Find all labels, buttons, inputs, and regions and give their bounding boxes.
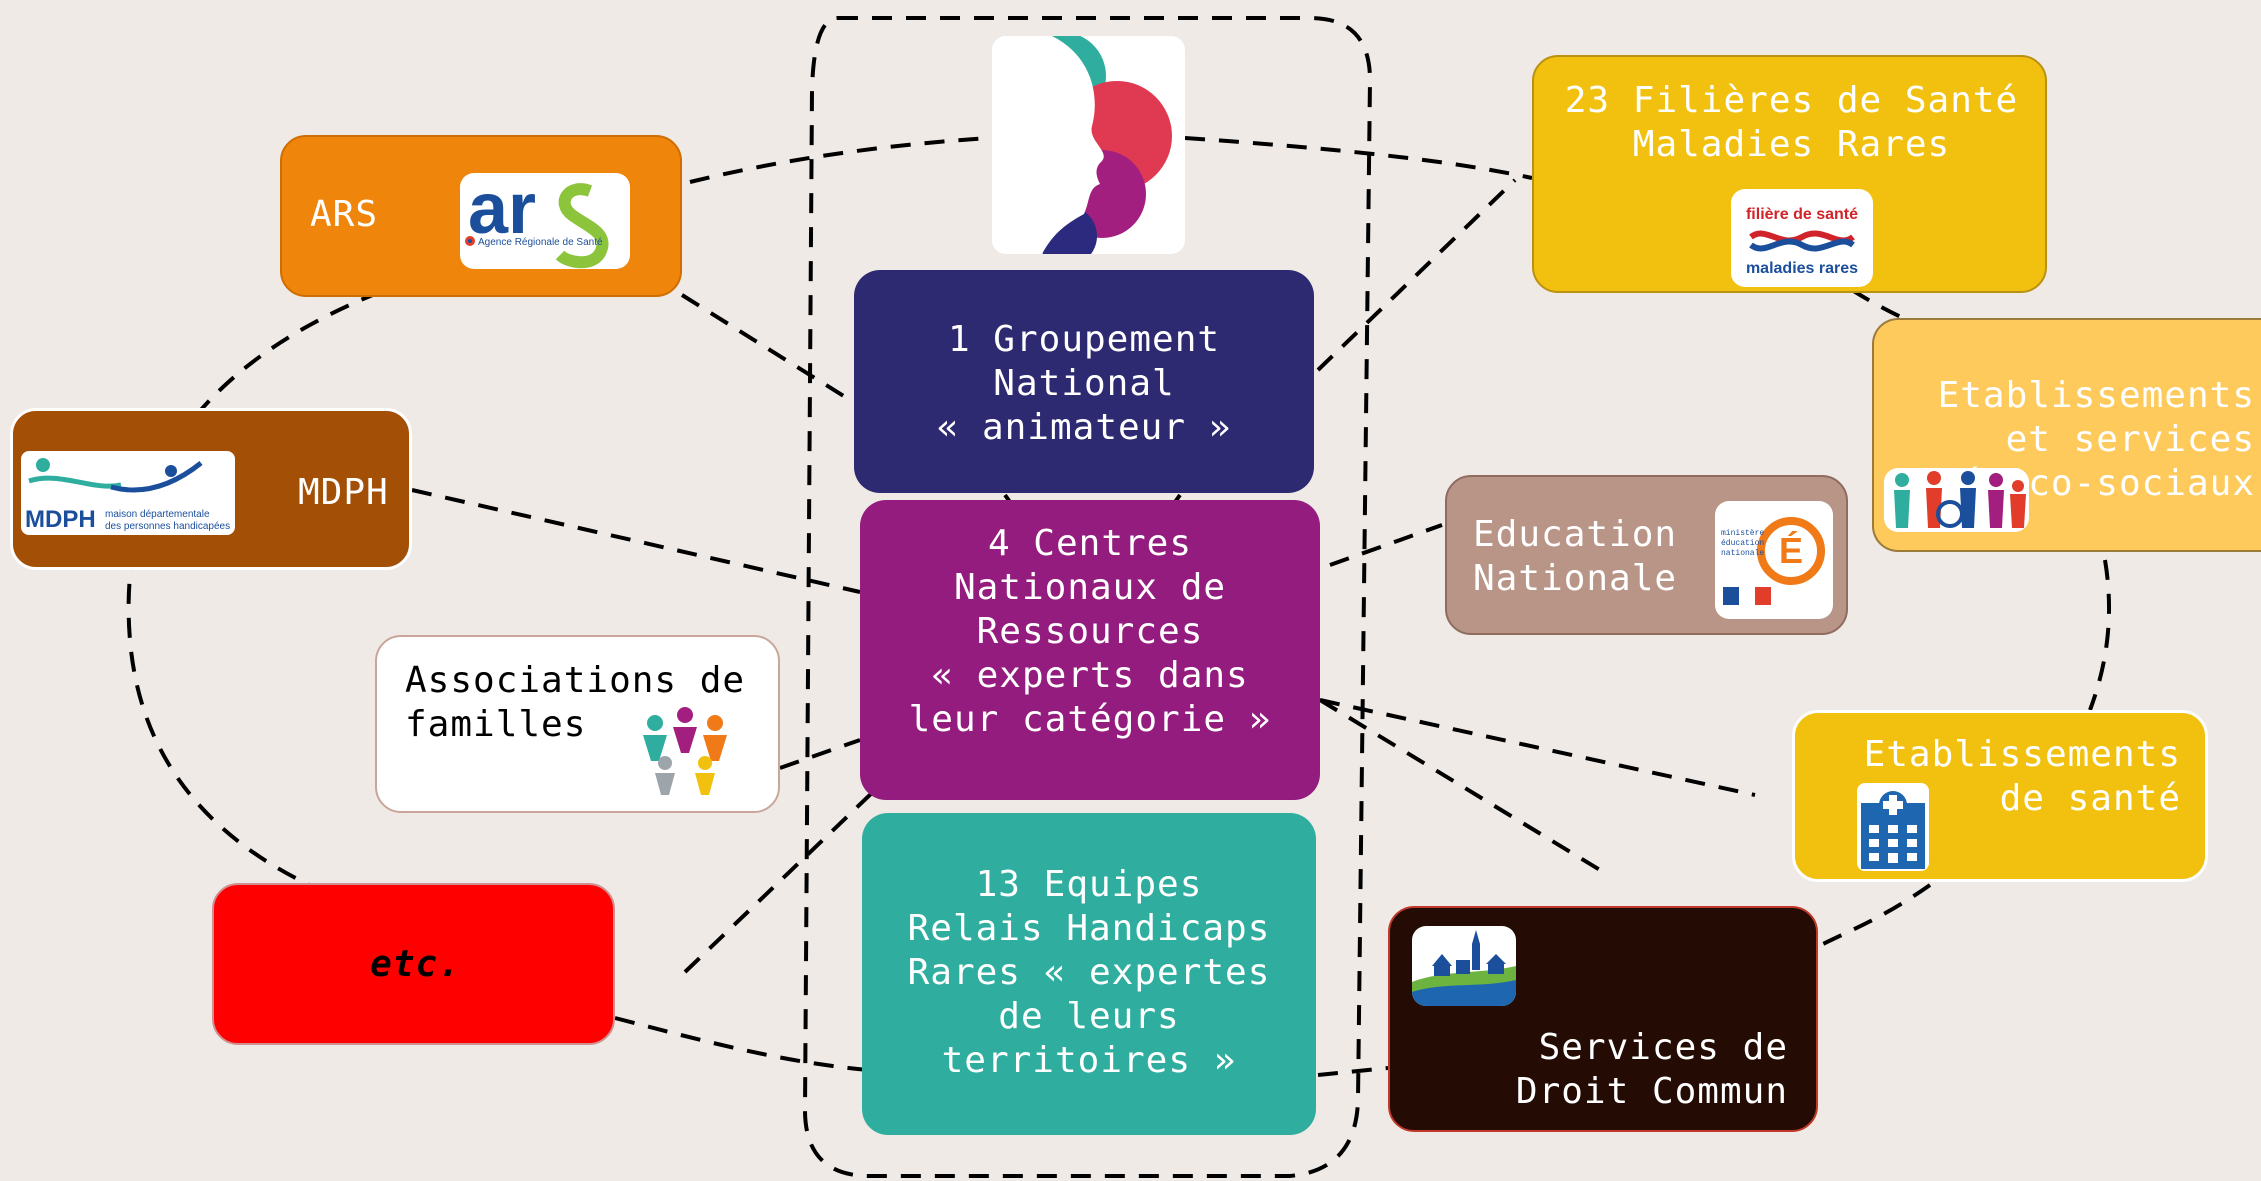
line-equipes-droit (1317, 1066, 1389, 1077)
outer-ring-right-bottom (1814, 883, 1932, 950)
svg-text:Agence Régionale de Santé: Agence Régionale de Santé (478, 237, 603, 248)
equipes-box: 13 Equipes Relais Handicaps Rares « expe… (862, 813, 1316, 1135)
line-centres-sante (1319, 698, 1756, 797)
line-mdph-centres (411, 488, 861, 594)
filiere-logo: filière de santé maladies rares (1731, 189, 1873, 287)
network-outline (802, 16, 1373, 1178)
centres-label: 4 Centres Nationaux de Ressources « expe… (908, 523, 1272, 740)
etablissements-sociaux-box: Etablissements et services médico-sociau… (1872, 318, 2261, 552)
mdph-label: MDPH (298, 472, 389, 513)
line-associations-centres (779, 738, 861, 770)
svg-text:MDPH: MDPH (25, 506, 96, 533)
ars-label: ARS (310, 194, 379, 235)
line-centres-droit (1318, 698, 1602, 872)
etablissements-sante-label: Etablissements de santé (1863, 734, 2181, 819)
associations-label: Associations de familles (405, 660, 746, 745)
line-profile-filieres (1184, 136, 1533, 180)
svg-text:des personnes handicapées: des personnes handicapées (105, 521, 230, 532)
svg-text:ministère: ministère (1721, 529, 1764, 538)
outer-ring-right (2088, 559, 2111, 711)
families-icon (625, 701, 745, 805)
svg-text:nationale: nationale (1721, 549, 1764, 558)
mdph-box: MDPH maison départementale des personnes… (10, 408, 412, 570)
outer-ring-left (126, 290, 381, 892)
hospital-icon (1857, 783, 1929, 871)
ars-logo: ar Agence Régionale de Santé (460, 173, 630, 269)
profile-heads-logo (992, 36, 1185, 254)
filieres-box: 23 Filières de Santé Maladies Rares fili… (1532, 55, 2047, 293)
line-ars-groupement (680, 293, 852, 402)
etc-box: etc. (212, 883, 615, 1045)
line-ars-profile (689, 136, 991, 184)
village-icon (1412, 926, 1516, 1006)
svg-text:maladies rares: maladies rares (1746, 260, 1858, 277)
education-box: Education Nationale É ministère éducatio… (1445, 475, 1848, 635)
svg-text:maison départementale: maison départementale (105, 509, 210, 520)
ars-box: ARS ar Agence Régionale de Santé (280, 135, 682, 297)
education-label: Education Nationale (1473, 514, 1678, 599)
droit-commun-label: Services de Droit Commun (1515, 1027, 1788, 1112)
svg-text:éducation: éducation (1721, 539, 1764, 548)
droit-commun-box: Services de Droit Commun (1388, 906, 1818, 1132)
svg-text:É: É (1779, 530, 1803, 571)
filieres-label: 23 Filières de Santé Maladies Rares (1564, 80, 2019, 165)
etablissements-sante-box: Etablissements de santé (1792, 710, 2208, 882)
groupement-label: 1 Groupement National « animateur » (936, 319, 1232, 448)
groupement-box: 1 Groupement National « animateur » (854, 270, 1314, 493)
etc-label: etc. (370, 944, 461, 985)
line-groupement-filieres (1316, 178, 1517, 372)
education-logo: É ministère éducation nationale (1715, 501, 1833, 619)
centres-box: 4 Centres Nationaux de Ressources « expe… (860, 500, 1320, 800)
outer-ring-bottom (614, 1016, 869, 1072)
line-education-centres (1329, 523, 1443, 567)
svg-text:ar: ar (468, 173, 536, 249)
people-icon (1884, 468, 2029, 532)
etablissements-sociaux-label: Etablissements et services médico-sociau… (1937, 375, 2255, 504)
svg-text:filière de santé: filière de santé (1746, 206, 1858, 223)
equipes-label: 13 Equipes Relais Handicaps Rares « expe… (907, 864, 1271, 1081)
associations-box: Associations de familles (375, 635, 780, 813)
outer-ring-right-top (1850, 288, 1946, 332)
line-etc-centres (683, 788, 877, 974)
mdph-logo: MDPH maison départementale des personnes… (21, 451, 235, 535)
